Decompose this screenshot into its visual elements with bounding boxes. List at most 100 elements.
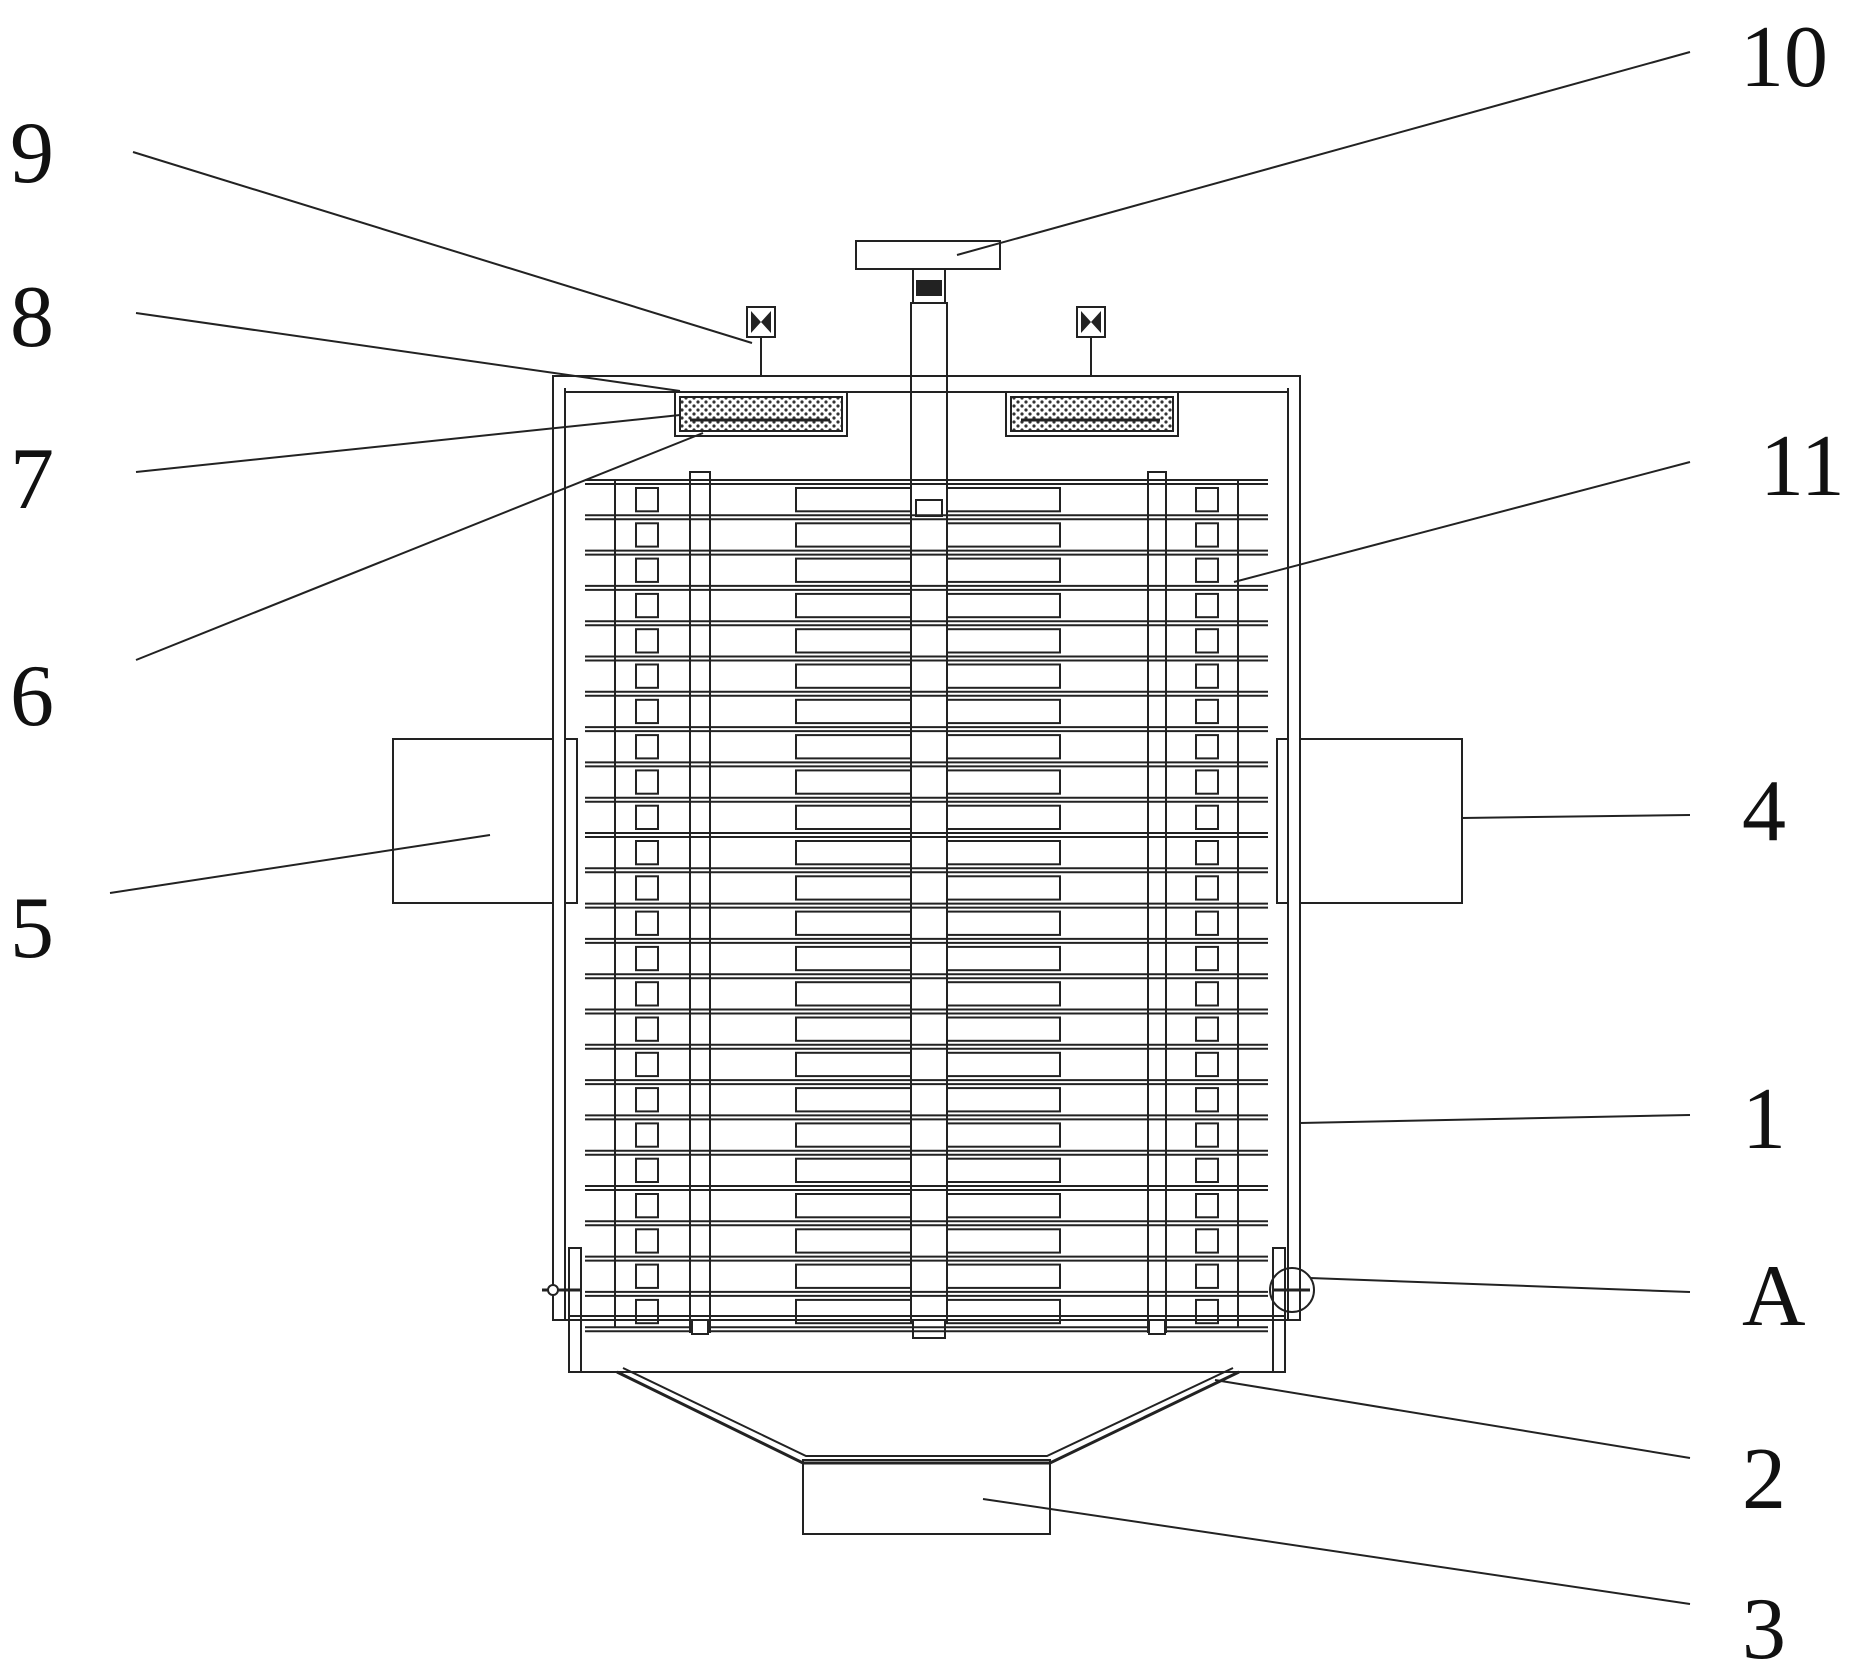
shelf-cell [635,663,659,689]
shelf-rack [585,479,1268,1333]
shelf-cell [1195,628,1219,654]
shelf-panel [946,1298,1061,1325]
shelf-panel [946,698,1061,725]
label-1: 1 [1742,1071,1786,1168]
shelf-panel [946,592,1061,619]
filter-block-right [1005,391,1179,437]
shelf-cell [1195,557,1219,583]
label-8: 8 [10,269,54,366]
shelf-cell [1195,698,1219,725]
shelf-cell [1195,981,1219,1007]
central-shaft [855,240,1001,1339]
side-block-left [392,738,578,904]
shelf-panel [946,875,1061,901]
shelf-panel [795,487,912,513]
shelf-panel [795,698,912,725]
shelf-cell [1195,769,1219,795]
shelf-cell [635,487,659,513]
shelf-cell [1195,1016,1219,1042]
shelf-panel [946,1051,1061,1078]
shelf-cell [635,945,659,972]
shelf-cell [1195,592,1219,619]
shelf-cell [1195,840,1219,866]
shelf-cell [635,1157,659,1183]
shelf-cell [1195,487,1219,513]
housing [552,375,1301,1321]
shelf-panel [795,910,912,936]
shelf-cell [635,557,659,583]
shelf-panel [795,1122,912,1148]
label-9: 9 [10,105,54,202]
shelf-panel [946,1016,1061,1042]
shelf-cell [635,840,659,866]
shelf-panel [946,1087,1061,1113]
shelf-cell [1195,1193,1219,1219]
latch-right [1269,1267,1315,1313]
shelf-panel [946,945,1061,972]
shelf-panel [795,840,912,866]
shelf-panel [946,1122,1061,1148]
shelf-cell [635,1016,659,1042]
shelf-panel [795,734,912,760]
shelf-cell [635,804,659,831]
shelf-cell [1195,663,1219,689]
shelf-panel [795,1157,912,1183]
shelf-cell [635,875,659,901]
shelf-panel [946,840,1061,866]
shelf-cell [1195,945,1219,972]
shelf-cell [635,910,659,936]
shelf-cell [1195,734,1219,760]
shelf-panel [946,1228,1061,1254]
label-7: 7 [10,431,54,528]
shelf-panel [946,769,1061,795]
shelf-cell [1195,875,1219,901]
shelf-panel [946,663,1061,689]
shelf-panel [946,522,1061,548]
shelf-panel [795,875,912,901]
shelf-panel [946,734,1061,760]
shelf-panel [795,1298,912,1325]
shelf-cell [635,1193,659,1219]
shelf-panel [946,628,1061,654]
label-3: 3 [1742,1581,1786,1667]
valve-right [1076,306,1106,376]
shelf-cell [635,1298,659,1325]
shelf-panel [946,487,1061,513]
valve-left [746,306,776,376]
shelf-panel [946,557,1061,583]
shelf-panel [946,981,1061,1007]
shelf-cell [1195,1087,1219,1113]
part-labels: 9 8 7 6 5 10 11 4 1 A 2 3 [10,9,1845,1667]
hopper [568,1247,1286,1465]
shelf-panel [946,1263,1061,1289]
shelf-panel [795,592,912,619]
shelf-panel [795,663,912,689]
shelf-cell [1195,1157,1219,1183]
shelf-cell [635,522,659,548]
label-10: 10 [1740,9,1828,106]
shelf-cell [635,1051,659,1078]
shelf-panel [946,1193,1061,1219]
shelf-panel [795,522,912,548]
label-2: 2 [1742,1431,1786,1528]
shelf-panel [795,1087,912,1113]
shelf-panel [795,1263,912,1289]
label-4: 4 [1742,763,1786,860]
shelf-cell [1195,1122,1219,1148]
label-5: 5 [10,880,54,977]
outlet [802,1459,1051,1535]
shelf-cell [635,981,659,1007]
shelf-panel [795,804,912,831]
shelf-panel [795,1193,912,1219]
shelf-cell [635,698,659,725]
shelf-panel [795,945,912,972]
shelf-panel [795,981,912,1007]
shelf-cell [1195,1228,1219,1254]
shelf-cell [1195,1051,1219,1078]
label-A: A [1742,1248,1806,1345]
shelf-panel [795,1228,912,1254]
shelf-cell [635,592,659,619]
filter-block-left [674,391,848,437]
shelf-panel [946,1157,1061,1183]
